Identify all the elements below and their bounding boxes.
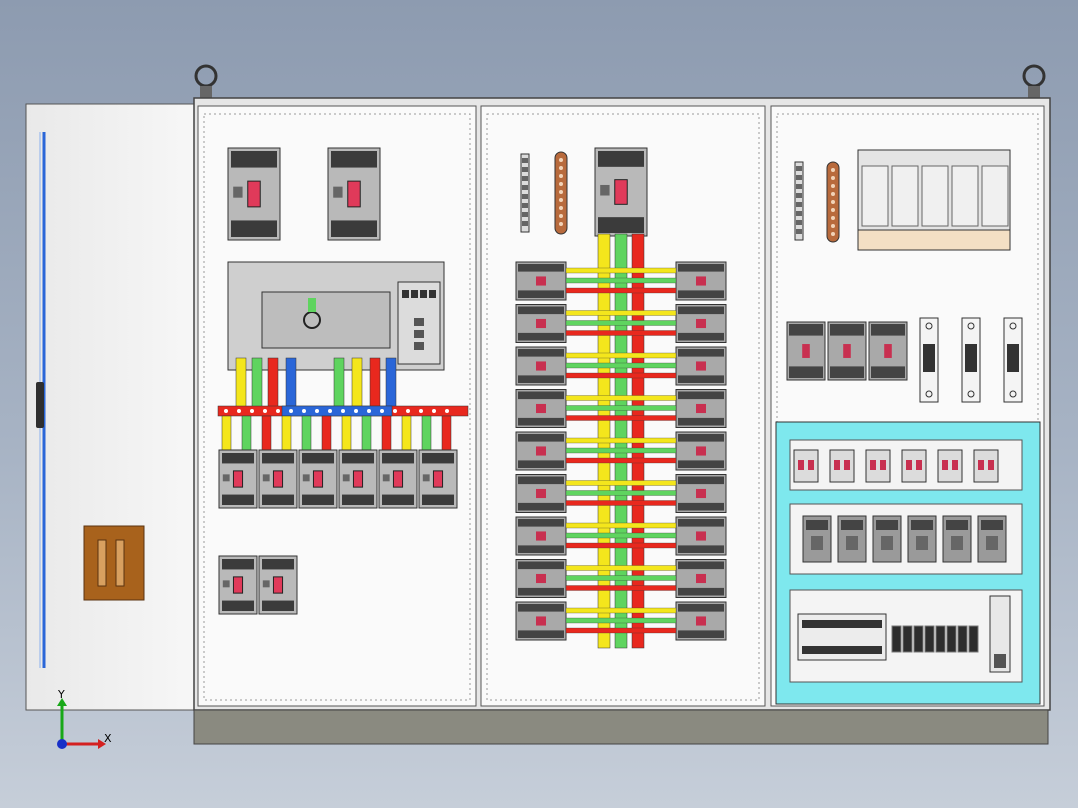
copper-earth-bar: [554, 151, 568, 235]
outgoing-link: [381, 415, 392, 453]
feeder-breaker-left-2[interactable]: [515, 304, 567, 343]
feeder-links-3: [565, 352, 677, 379]
fuse-holder-3[interactable]: [1003, 317, 1023, 403]
power-supply[interactable]: [989, 595, 1011, 673]
spare-breaker-2[interactable]: [258, 555, 298, 615]
feeder-links-2: [565, 310, 677, 336]
door-lock-handle-icon[interactable]: [83, 525, 145, 601]
busbar-dropper: [333, 357, 345, 413]
feeder-breaker-left-7[interactable]: [515, 516, 567, 556]
feeder-breaker-left-6[interactable]: [515, 474, 567, 513]
copper-earth-bar-control: [826, 161, 840, 243]
terminal-block-strip-control: [794, 161, 804, 241]
feeder-breaker-right-3[interactable]: [675, 346, 727, 386]
outgoing-link: [221, 415, 232, 453]
control-breaker-2[interactable]: [827, 321, 867, 381]
outgoing-breaker-row1-5[interactable]: [378, 449, 418, 509]
busbar-dropper: [369, 357, 381, 413]
busbar-dropper: [267, 357, 279, 413]
feeder-breaker-left-3[interactable]: [515, 346, 567, 386]
fuse-holder-2[interactable]: [961, 317, 981, 403]
feeder-links-6: [565, 480, 677, 506]
outgoing-link: [241, 415, 252, 453]
terminal-block-strip: [520, 153, 530, 233]
cabinet-devices: [217, 147, 1041, 705]
feeder-links-4: [565, 395, 677, 421]
incoming-breaker-2[interactable]: [327, 147, 381, 241]
feeder-links-7: [565, 522, 677, 549]
outgoing-link: [321, 415, 332, 453]
distribution-main-breaker[interactable]: [594, 147, 648, 237]
busbar-dropper: [235, 357, 247, 413]
feeder-breaker-right-9[interactable]: [675, 601, 727, 641]
busbar-dropper: [351, 357, 363, 413]
mini-breaker-1[interactable]: [793, 449, 819, 483]
feeder-breaker-right-8[interactable]: [675, 559, 727, 598]
outgoing-link: [441, 415, 452, 453]
capacitor-bank: [857, 149, 1011, 251]
control-breaker-3[interactable]: [868, 321, 908, 381]
left-cabinet-door: [25, 103, 197, 711]
busbar-dropper: [385, 357, 397, 413]
feeder-breaker-right-6[interactable]: [675, 474, 727, 513]
fuse-holder-1[interactable]: [919, 317, 939, 403]
feeder-breaker-right-4[interactable]: [675, 389, 727, 428]
outgoing-link: [301, 415, 312, 453]
outgoing-link: [421, 415, 432, 453]
feeder-breaker-right-1[interactable]: [675, 261, 727, 301]
mini-breaker-2[interactable]: [829, 449, 855, 483]
feeder-breaker-left-8[interactable]: [515, 559, 567, 598]
lifting-eye-right-icon: [1022, 64, 1046, 100]
axis-y-label: Y: [57, 688, 65, 701]
mini-breaker-5[interactable]: [937, 449, 963, 483]
outgoing-link: [341, 415, 352, 453]
outgoing-breaker-row1-6[interactable]: [418, 449, 458, 509]
feeder-links-8: [565, 565, 677, 591]
feeder-links-1: [565, 267, 677, 294]
outgoing-breaker-row1-2[interactable]: [258, 449, 298, 509]
axis-x-label: X: [104, 732, 112, 745]
busbar-dropper: [251, 357, 263, 413]
outgoing-breaker-row1-3[interactable]: [298, 449, 338, 509]
outgoing-link: [401, 415, 412, 453]
busbar-dropper: [285, 357, 297, 413]
feeder-breaker-right-5[interactable]: [675, 431, 727, 471]
axis-triad: X Y: [57, 688, 112, 749]
feeder-breaker-left-5[interactable]: [515, 431, 567, 471]
plc-controller[interactable]: [797, 613, 887, 661]
control-breaker-1[interactable]: [786, 321, 826, 381]
relay-module-5[interactable]: [942, 515, 972, 563]
outgoing-link: [281, 415, 292, 453]
relay-module-4[interactable]: [907, 515, 937, 563]
outgoing-breaker-row1-1[interactable]: [218, 449, 258, 509]
relay-module-6[interactable]: [977, 515, 1007, 563]
feeder-breaker-left-4[interactable]: [515, 389, 567, 428]
relay-module-1[interactable]: [802, 515, 832, 563]
feeder-breaker-left-9[interactable]: [515, 601, 567, 641]
outgoing-link: [361, 415, 372, 453]
relay-module-2[interactable]: [837, 515, 867, 563]
spare-breaker-1[interactable]: [218, 555, 258, 615]
transfer-switch[interactable]: [227, 261, 445, 371]
relay-module-3[interactable]: [872, 515, 902, 563]
feeder-breaker-right-2[interactable]: [675, 304, 727, 343]
mini-breaker-4[interactable]: [901, 449, 927, 483]
mini-breaker-3[interactable]: [865, 449, 891, 483]
feeder-links-5: [565, 437, 677, 464]
incoming-breaker-1[interactable]: [227, 147, 281, 241]
lifting-eye-left-icon: [194, 64, 218, 100]
feeder-breaker-right-7[interactable]: [675, 516, 727, 556]
feeder-links-9: [565, 607, 677, 634]
main-busbar-horizontal: [217, 405, 469, 417]
mini-breaker-6[interactable]: [973, 449, 999, 483]
outgoing-breaker-row1-4[interactable]: [338, 449, 378, 509]
terminal-row: [891, 625, 979, 653]
feeder-breaker-left-1[interactable]: [515, 261, 567, 301]
outgoing-link: [261, 415, 272, 453]
